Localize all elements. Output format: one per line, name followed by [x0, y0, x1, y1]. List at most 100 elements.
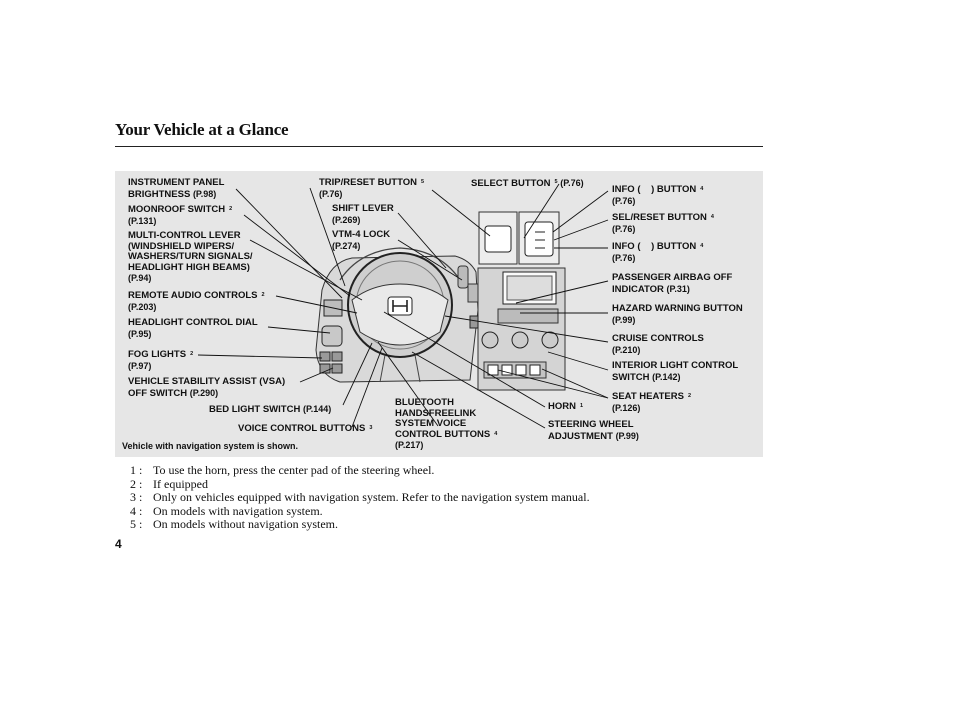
footnote-item: 3 : Only on vehicles equipped with naviga…	[130, 491, 590, 505]
label-text: CONTROL BUTTONS	[395, 428, 491, 440]
page-reference: (P.131)	[128, 215, 157, 226]
label-text: (WINDSHIELD WIPERS/	[128, 240, 235, 252]
page-reference: (P.142)	[652, 371, 681, 382]
label-text: SHIFT LEVER	[332, 203, 394, 214]
label-text: PASSENGER AIRBAG OFF	[612, 272, 733, 283]
footnote-item: 1 : To use the horn, press the center pad…	[130, 463, 590, 478]
page-reference: (P.203)	[128, 301, 157, 312]
label-text: HORN	[548, 401, 576, 412]
footnote-text: On models with navigation system.	[153, 503, 323, 518]
label-text: BED LIGHT SWITCH	[209, 404, 301, 415]
label-text: HEADLIGHT CONTROL DIAL	[128, 317, 258, 328]
page-reference: (P.76)	[612, 252, 636, 263]
footnote-marker: 4	[710, 214, 714, 220]
page-reference: (P.144)	[302, 404, 332, 414]
label-vsa-off-switch: VEHICLE STABILITY ASSIST (VSA) OFF SWITC…	[128, 376, 286, 399]
label-passenger-airbag-off: PASSENGER AIRBAG OFF INDICATOR (P.31)	[612, 272, 733, 295]
page-reference: (P.274)	[332, 240, 361, 251]
label-instrument-panel-brightness: INSTRUMENT PANEL BRIGHTNESS (P.98)	[128, 177, 225, 200]
label-bluetooth-handsfreelink: BLUETOOTH HANDSFREELINK SYSTEM VOICE CON…	[395, 397, 498, 451]
footnote-marker: 5	[554, 179, 558, 185]
label-bed-light-switch: BED LIGHT SWITCH (P.144)	[209, 404, 331, 416]
footnote-text: If equipped	[153, 476, 208, 491]
footnote-key: 3 :	[130, 490, 143, 505]
page-reference: (P.99)	[612, 314, 636, 325]
label-shift-lever: SHIFT LEVER (P.269)	[332, 203, 394, 225]
label-text: MOONROOF SWITCH	[128, 204, 226, 215]
footnote-text: On models without navigation system.	[153, 517, 338, 532]
page-title: Your Vehicle at a Glance	[115, 120, 289, 139]
label-hazard-warning-button: HAZARD WARNING BUTTON (P.99)	[612, 303, 743, 325]
footnote-marker: 4	[700, 186, 704, 192]
label-text: SELECT BUTTON	[471, 178, 551, 189]
label-text: HANDSFREELINK	[395, 407, 477, 419]
label-text: TRIP/RESET BUTTON	[319, 177, 417, 188]
page-reference: (P.217)	[395, 440, 424, 450]
label-text: BLUETOOTH	[395, 397, 454, 408]
footnote-key: 5 :	[130, 517, 143, 532]
label-text: VEHICLE STABILITY ASSIST (VSA)	[128, 376, 286, 387]
label-text: SYSTEM VOICE	[395, 418, 467, 429]
footnotes: 1 : To use the horn, press the center pad…	[130, 463, 590, 532]
label-text: HEADLIGHT HIGH BEAMS)	[128, 261, 250, 273]
label-text: SEAT HEATERS	[612, 391, 684, 402]
page-reference: (P.76)	[612, 223, 636, 234]
label-text: ) BUTTON	[651, 241, 697, 252]
page-reference: (P.97)	[128, 360, 152, 371]
footnote-marker: 4	[700, 243, 704, 249]
footnote-key: 1 :	[130, 463, 143, 477]
page-reference: (P.290)	[189, 387, 219, 398]
label-interior-light-control: INTERIOR LIGHT CONTROL SWITCH (P.142)	[612, 360, 739, 383]
label-text: INSTRUMENT PANEL	[128, 177, 225, 188]
page-reference: (P.95)	[128, 328, 152, 339]
label-steering-wheel-adjustment: STEERING WHEEL ADJUSTMENT (P.99)	[548, 419, 639, 442]
page-reference: (P.76)	[319, 188, 343, 199]
page-reference: (P.269)	[332, 214, 361, 225]
label-text: FOG LIGHTS	[128, 349, 187, 360]
label-text: INDICATOR	[612, 283, 664, 295]
page-number: 4	[115, 537, 122, 551]
footnote-marker: 2	[190, 351, 194, 357]
page-reference: (P.76)	[612, 195, 636, 206]
page-reference: (P.31)	[666, 283, 690, 294]
label-text: VTM-4 LOCK	[332, 229, 391, 240]
label-text: INTERIOR LIGHT CONTROL	[612, 360, 739, 371]
page-reference: (P.210)	[612, 344, 641, 355]
footnote-key: 4 :	[130, 503, 143, 518]
page-reference: (P.99)	[615, 430, 639, 441]
label-text: WASHERS/TURN SIGNALS/	[128, 251, 253, 262]
label-text: BRIGHTNESS	[128, 188, 191, 200]
label-headlight-control-dial: HEADLIGHT CONTROL DIAL (P.95)	[128, 317, 258, 339]
label-text: MULTI-CONTROL LEVER	[128, 230, 241, 241]
footnote-item: 4 : On models with navigation system.	[130, 503, 590, 519]
footnote-marker: 2	[687, 393, 692, 399]
footnote-key: 2 :	[130, 476, 143, 491]
footnote-item: 5 : On models without navigation system.	[130, 518, 590, 532]
footnote-marker: 3	[369, 425, 373, 431]
footnote-item: 2 : If equipped	[130, 476, 590, 492]
footnote-marker: 1	[579, 403, 584, 409]
footnote-text: Only on vehicles equipped with navigatio…	[153, 490, 590, 505]
label-text: REMOTE AUDIO CONTROLS	[128, 290, 258, 301]
footnote-marker: 4	[494, 430, 498, 437]
page-reference: (P.98)	[192, 188, 217, 199]
footnote-marker: 2	[261, 292, 265, 298]
page-reference: (P.94)	[128, 273, 152, 283]
footnote-marker: 2	[229, 206, 233, 212]
page-reference: (P.76)	[560, 178, 584, 188]
label-vtm4-lock: VTM-4 LOCK (P.274)	[332, 229, 391, 251]
label-text: STEERING WHEEL	[548, 419, 634, 430]
label-text: INFO (	[612, 184, 641, 195]
footnote-text: To use the horn, press the center pad of…	[153, 463, 435, 477]
